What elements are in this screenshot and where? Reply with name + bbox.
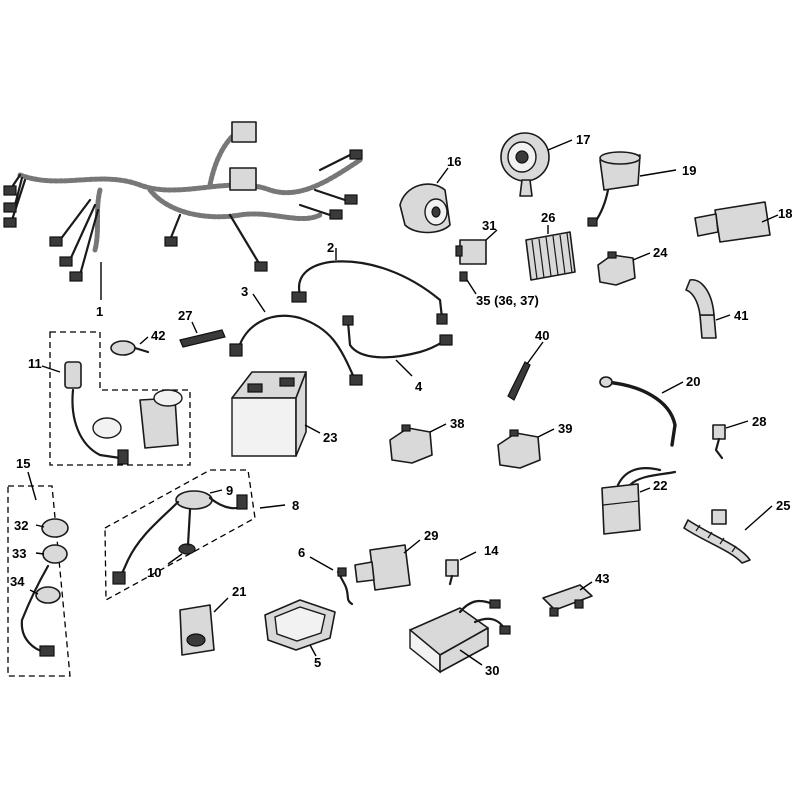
part-30 (409, 599, 511, 674)
callout-24: 24 (653, 245, 668, 260)
part-14 (445, 559, 459, 586)
callout-10: 10 (147, 565, 161, 580)
callout-40: 40 (535, 328, 549, 343)
part-31 (455, 239, 487, 265)
part-39 (497, 429, 541, 469)
callout-28: 28 (752, 414, 766, 429)
part-5 (264, 599, 336, 651)
callout-1: 1 (96, 304, 103, 319)
callout-41: 41 (734, 308, 748, 323)
part-24 (597, 251, 636, 286)
part-29 (354, 544, 411, 591)
callout-30: 30 (485, 663, 499, 678)
part-25 (683, 509, 751, 564)
callout-2: 2 (327, 240, 334, 255)
callout-32: 32 (14, 518, 28, 533)
part-21 (179, 604, 215, 656)
part-19 (587, 151, 641, 227)
callout-38: 38 (450, 416, 464, 431)
part-battery-cable-3 (229, 314, 363, 386)
part-wiring-harness (3, 121, 363, 282)
callout-4: 4 (415, 379, 423, 394)
part-43 (542, 584, 593, 617)
callout-18: 18 (778, 206, 792, 221)
part-35 (459, 271, 468, 282)
callout-16: 16 (447, 154, 461, 169)
part-group-11 (64, 361, 183, 465)
callout-39: 39 (558, 421, 572, 436)
callout-35: 35 (36, 37) (476, 293, 539, 308)
callout-3: 3 (241, 284, 248, 299)
callout-23: 23 (323, 430, 337, 445)
part-battery-cable-2 (291, 260, 448, 325)
callout-8: 8 (292, 498, 299, 513)
callout-25: 25 (776, 498, 790, 513)
callout-9: 9 (226, 483, 233, 498)
callout-34: 34 (10, 574, 25, 589)
callout-26: 26 (541, 210, 555, 225)
part-41 (685, 279, 717, 339)
part-38 (389, 424, 433, 464)
part-battery-23 (231, 371, 307, 457)
callout-42: 42 (151, 328, 165, 343)
part-40 (507, 361, 531, 401)
part-group-15 (20, 518, 69, 657)
callout-11: 11 (28, 356, 42, 371)
part-16 (399, 183, 451, 234)
part-ground-cable-4 (342, 315, 453, 359)
callout-33: 33 (12, 546, 26, 561)
callout-14: 14 (484, 543, 499, 558)
callout-17: 17 (576, 132, 590, 147)
part-26 (525, 231, 576, 281)
part-22 (601, 467, 677, 535)
part-group-8 (112, 490, 248, 585)
callout-6: 6 (298, 545, 305, 560)
callout-20: 20 (686, 374, 700, 389)
callout-15: 15 (16, 456, 30, 471)
callout-19: 19 (682, 163, 696, 178)
part-fuse-27 (179, 329, 226, 348)
callout-22: 22 (653, 478, 667, 493)
part-6 (336, 567, 354, 606)
callout-43: 43 (595, 571, 609, 586)
callout-21: 21 (232, 584, 246, 599)
callout-27: 27 (178, 308, 192, 323)
callout-5: 5 (314, 655, 321, 670)
callout-31: 31 (482, 218, 496, 233)
callout-29: 29 (424, 528, 438, 543)
part-18 (694, 201, 771, 243)
part-28 (712, 424, 726, 460)
part-20 (599, 376, 677, 447)
part-clip-42 (110, 340, 150, 356)
part-17 (500, 132, 550, 197)
